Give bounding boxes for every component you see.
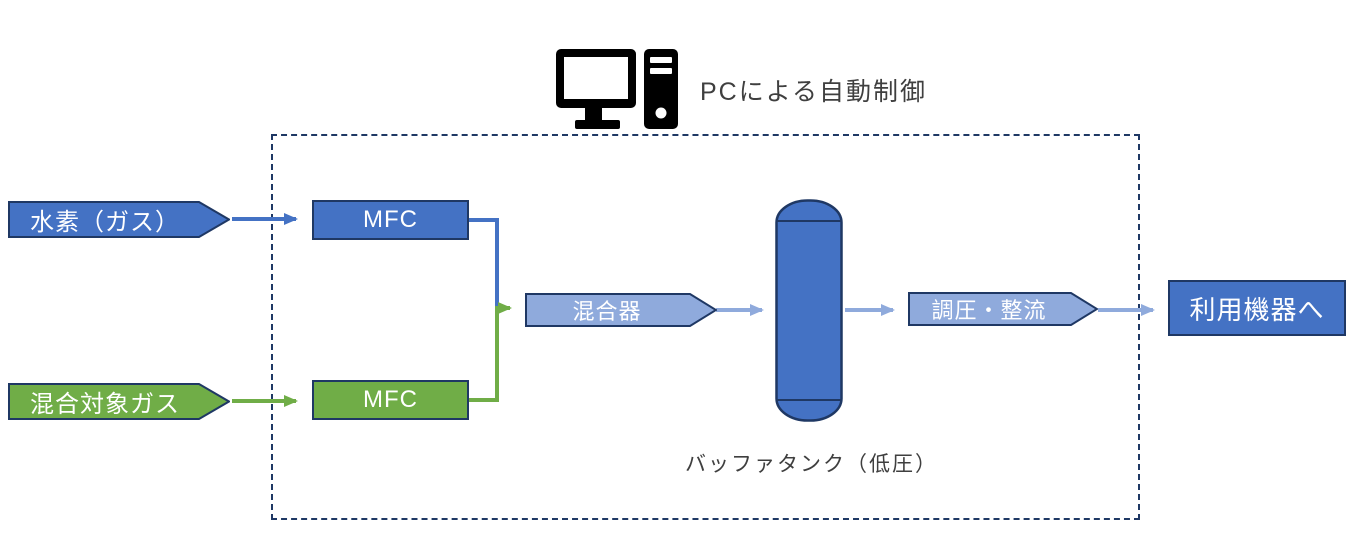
mfc-mix-gas: MFC bbox=[312, 380, 469, 420]
input-hydrogen-gas: 水素（ガス） bbox=[8, 201, 230, 238]
mixer: 混合器 bbox=[525, 293, 717, 327]
pc-control-boundary bbox=[271, 134, 1140, 520]
output-device: 利用機器へ bbox=[1168, 280, 1346, 336]
node-label: 水素（ガス） bbox=[30, 209, 180, 236]
node-label: MFC bbox=[363, 386, 418, 413]
connector-mfc-mixgas-to-mixer bbox=[469, 302, 512, 402]
desktop-pc-icon bbox=[556, 49, 678, 129]
node-label: 混合対象ガス bbox=[30, 391, 180, 418]
node-label: MFC bbox=[363, 206, 418, 233]
pressure-regulator: 調圧・整流 bbox=[908, 292, 1098, 326]
buffer-tank-label: バッファタンク（低圧） bbox=[685, 453, 938, 476]
node-label: 調圧・整流 bbox=[931, 298, 1047, 323]
buffer-tank bbox=[775, 199, 843, 422]
pc-header bbox=[556, 49, 678, 129]
mfc-hydrogen: MFC bbox=[312, 200, 469, 240]
input-mix-target-gas: 混合対象ガス bbox=[8, 383, 230, 420]
connector-mfc-hydrogen-elbow bbox=[469, 218, 499, 306]
node-label: 利用機器へ bbox=[1189, 294, 1325, 325]
pc-control-label: PCによる自動制御 bbox=[700, 78, 927, 106]
node-label: 混合器 bbox=[572, 299, 642, 324]
